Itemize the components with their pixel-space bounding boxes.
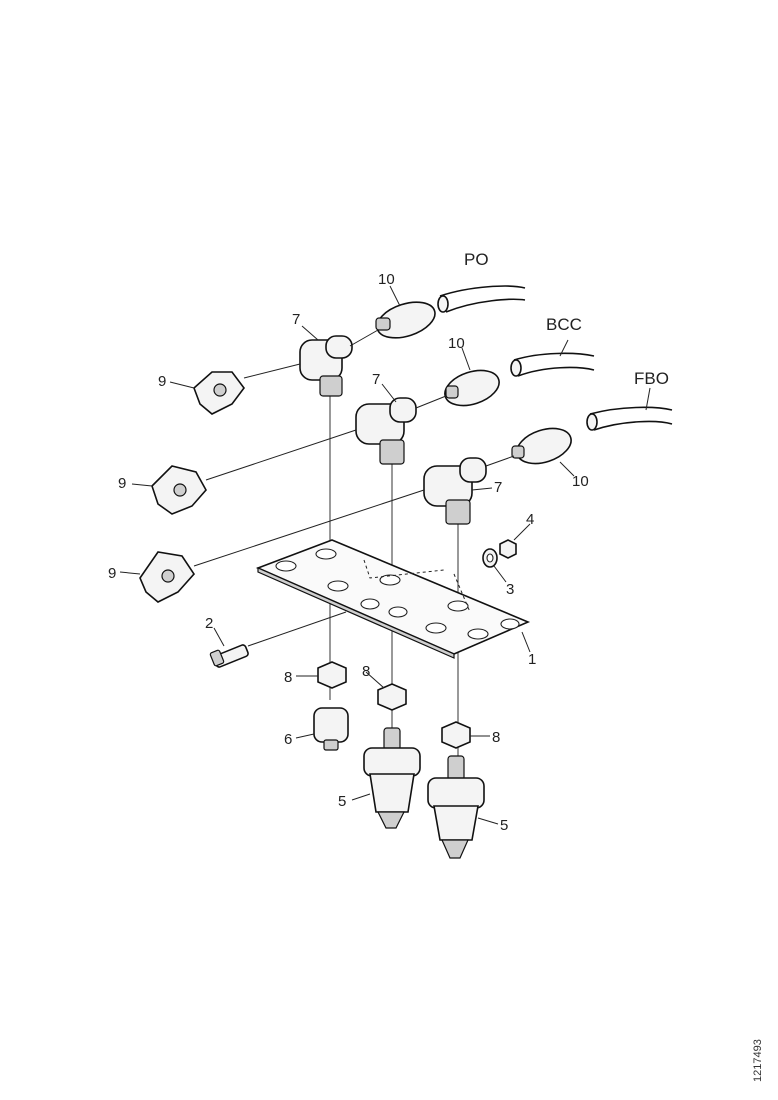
callout-5: 5 <box>338 793 346 810</box>
assembly-leaders <box>193 329 515 647</box>
hose-po <box>437 285 526 313</box>
tee-fitting-middle <box>355 397 417 465</box>
callout-8: 8 <box>492 729 500 746</box>
mounting-plate <box>255 539 531 659</box>
drawing-number-text: 1217493 <box>752 1039 764 1082</box>
hose-label-po: PO <box>464 250 489 269</box>
bolt <box>209 644 249 668</box>
bracket-middle <box>151 465 207 515</box>
callout-10: 10 <box>572 473 589 490</box>
callout-leaders <box>119 285 651 825</box>
callout-1: 1 <box>528 651 536 668</box>
nut <box>499 539 517 559</box>
callout-6: 6 <box>284 731 292 748</box>
callout-7: 7 <box>292 311 300 328</box>
callout-3: 3 <box>506 581 514 598</box>
pressure-switch-middle <box>363 727 421 829</box>
callout-4: 4 <box>526 511 534 528</box>
hose-fitting-middle <box>444 369 500 407</box>
callout-9: 9 <box>108 565 116 582</box>
callout-9: 9 <box>158 373 166 390</box>
callout-10: 10 <box>378 271 395 288</box>
pressure-switch-right <box>427 755 485 859</box>
callout-8: 8 <box>284 669 292 686</box>
hose-label-bcc: BCC <box>546 315 582 334</box>
callout-8: 8 <box>362 663 370 680</box>
hose-bcc <box>510 352 595 377</box>
callout-9: 9 <box>118 475 126 492</box>
callout-7: 7 <box>372 371 380 388</box>
hose-fbo <box>586 406 673 431</box>
callout-5: 5 <box>500 817 508 834</box>
hose-label-fbo: FBO <box>634 369 669 388</box>
hex-nut-middle <box>377 683 407 711</box>
drawing-number: 1217493 <box>752 1030 772 1082</box>
callout-2: 2 <box>205 615 213 632</box>
washer <box>482 548 498 568</box>
hose-fitting-upper <box>375 301 436 339</box>
hex-nut-left <box>317 661 347 689</box>
bracket-lower <box>139 551 196 603</box>
hose-labels: PO BCC FBO <box>464 250 669 388</box>
tee-fitting-upper <box>299 335 353 397</box>
bracket-upper <box>193 371 245 415</box>
hose-fitting-lower <box>511 427 572 465</box>
callout-10: 10 <box>448 335 465 352</box>
tee-fitting-lower <box>423 457 487 525</box>
part-callouts: 10 7 9 10 7 9 10 7 4 3 9 2 1 8 8 8 6 5 5 <box>108 271 589 834</box>
callout-7: 7 <box>494 479 502 496</box>
hex-nut-right <box>441 721 471 749</box>
small-sensor <box>313 707 349 751</box>
